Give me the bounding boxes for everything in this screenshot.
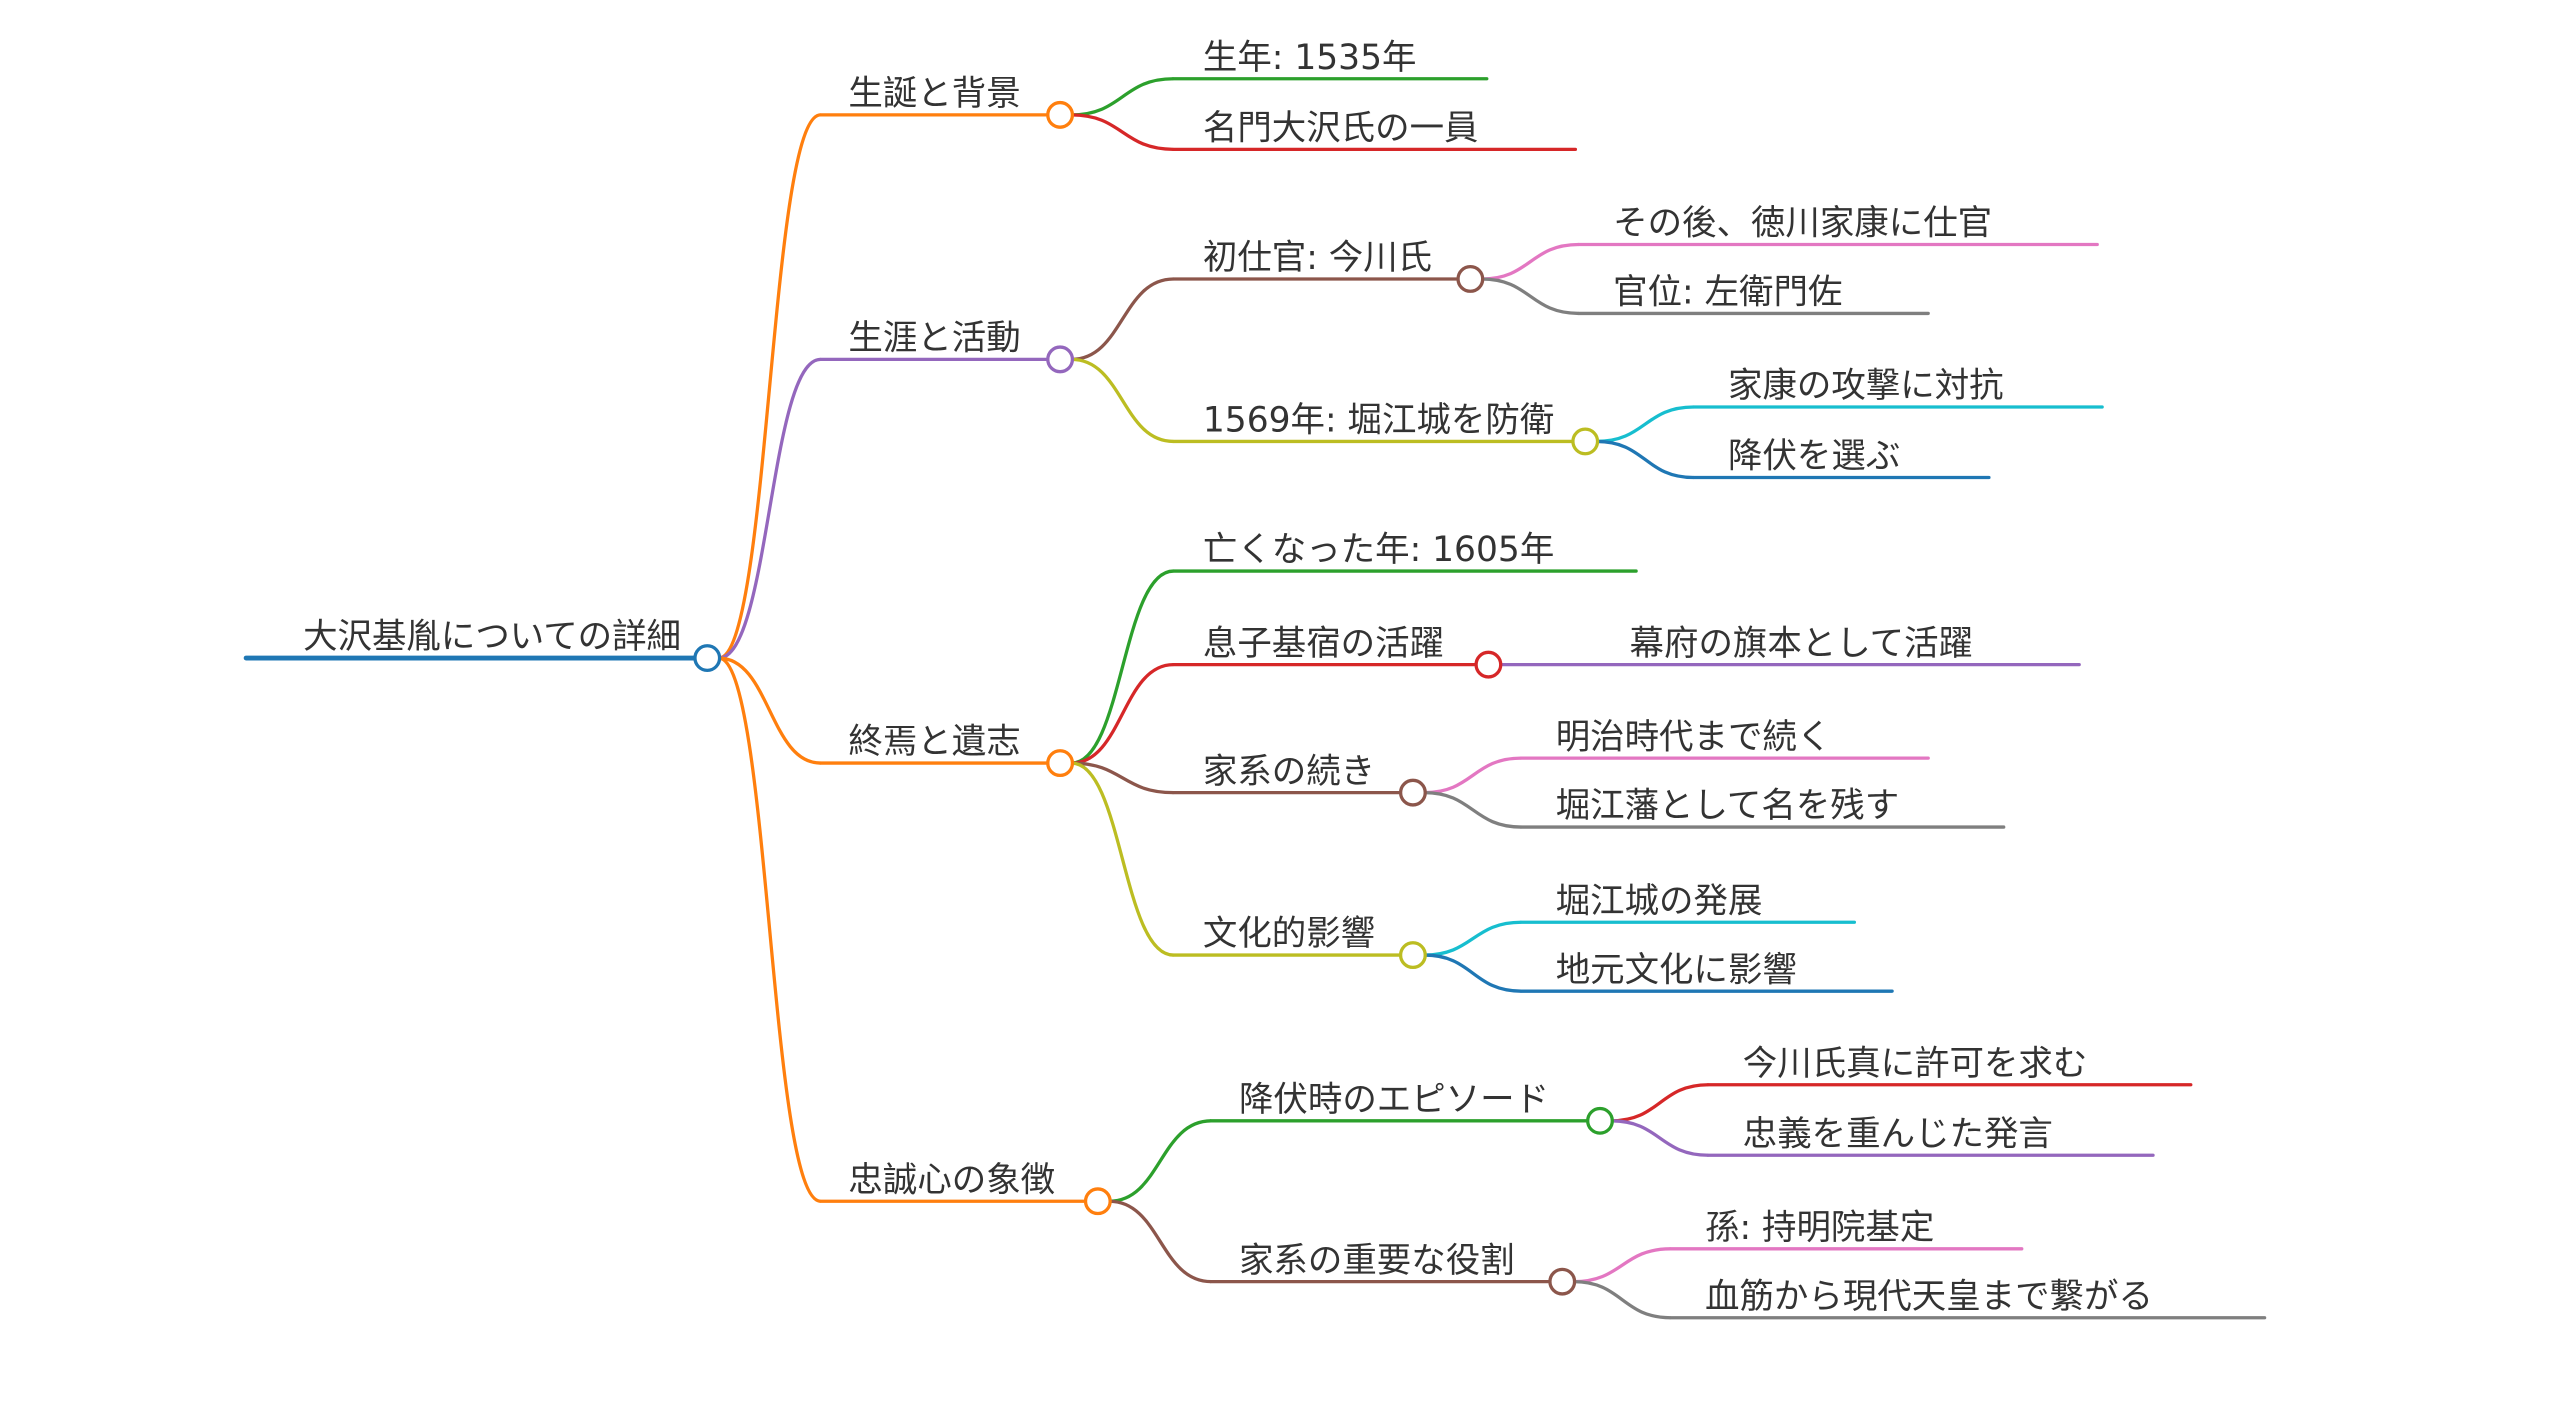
connector-curve [1424,790,1522,829]
mindmap-node[interactable]: 官位: 左衛門佐 [1613,273,1842,313]
root-node[interactable]: 大沢基胤についての詳細 [303,617,722,672]
mindmap-node[interactable]: 初仕官: 今川氏 [1203,238,1485,293]
mindmap-node[interactable]: 孫: 持明院基定 [1705,1208,1934,1248]
node-label: 生誕と背景 [848,74,1020,114]
connector-curve [1596,405,1694,444]
collapse-toggle-circle[interactable] [1398,941,1427,970]
mindmap-node[interactable]: 1569年: 堀江城を防衛 [1203,401,1600,456]
mindmap-node[interactable]: 生年: 1535年 [1203,38,1417,78]
connector-curve [1611,1119,1709,1157]
connector-curve [1109,1199,1212,1284]
node-label: 大沢基胤についての詳細 [303,617,681,657]
mindmap-node[interactable]: 名門大沢氏の一員 [1203,108,1479,148]
mindmap-node[interactable]: 血筋から現代天皇まで繋がる [1705,1277,2153,1317]
mindmap-node[interactable]: 文化的影響 [1203,914,1427,970]
connector-curve [1481,277,1579,316]
mindmap-node[interactable]: 堀江藩として名を残す [1556,786,1899,826]
connector-curve [1071,77,1174,117]
connector-curve [718,113,822,660]
connector-curve [1071,662,1174,765]
connector-curve [1424,920,1522,957]
mindmap-node[interactable]: 家系の重要な役割 [1239,1241,1577,1296]
connector-curve [1071,357,1174,444]
mindmap-node[interactable]: 生誕と背景 [848,74,1075,129]
node-label: 生年: 1535年 [1203,38,1417,78]
mindmap-node[interactable]: 堀江城の発展 [1556,881,1763,921]
node-label: 家系の重要な役割 [1239,1241,1515,1281]
mindmap-node[interactable]: 終焉と遺志 [848,722,1075,778]
node-label: その後、徳川家康に仕官 [1613,204,1992,244]
collapse-toggle-circle[interactable] [1083,1187,1112,1216]
node-label: 家康の攻撃に対抗 [1728,366,2004,406]
mindmap-node[interactable]: 明治時代まで続く [1556,717,1832,757]
collapse-toggle-circle[interactable] [1474,650,1503,679]
node-label: 終焉と遺志 [848,722,1020,762]
node-label: 家系の続き [1203,752,1375,792]
connector-curve [1109,1119,1212,1203]
node-label: 忠誠心の象徴 [848,1160,1055,1200]
mindmap-node[interactable]: 忠義を重んじた発言 [1743,1114,2053,1154]
node-label: 孫: 持明院基定 [1705,1208,1934,1248]
mindmap-node[interactable]: 忠誠心の象徴 [848,1160,1112,1216]
node-label: 息子基宿の活躍 [1203,624,1444,664]
collapse-toggle-circle[interactable] [1548,1267,1577,1296]
node-label: 明治時代まで続く [1556,717,1832,757]
mindmap-edges [243,77,2267,1320]
node-label: 文化的影響 [1203,914,1375,954]
connector-curve [1596,439,1694,480]
node-label: 亡くなった年: 1605年 [1203,530,1554,570]
mindmap-node[interactable]: 家康の攻撃に対抗 [1728,366,2004,406]
node-label: 降伏を選ぶ [1728,437,1900,477]
connector-curve [718,656,821,765]
mindmap-node[interactable]: その後、徳川家康に仕官 [1613,204,1992,244]
connector-curve [1573,1247,1671,1284]
node-label: 堀江藩として名を残す [1556,786,1899,826]
mindmap-node[interactable]: 幕府の旗本として活躍 [1630,624,1974,664]
mindmap-node[interactable]: 降伏時のエピソード [1239,1080,1614,1135]
connector-curve [1071,761,1174,795]
mindmap-node[interactable]: 今川氏真に許可を求む [1743,1044,2088,1084]
mindmap-node[interactable]: 降伏を選ぶ [1728,437,1900,477]
mindmap-node[interactable]: 地元文化に影響 [1556,950,1797,990]
mindmap-node[interactable]: 亡くなった年: 1605年 [1203,530,1554,570]
connector-curve [1573,1280,1671,1320]
connector-curve [1071,761,1174,957]
collapse-toggle-circle[interactable] [1586,1106,1614,1135]
collapse-toggle-circle[interactable] [693,644,722,672]
node-label: 忠義を重んじた発言 [1743,1114,2053,1154]
node-label: 初仕官: 今川氏 [1203,238,1432,278]
node-label: 血筋から現代天皇まで繋がる [1705,1277,2153,1317]
connector-curve [1424,953,1522,993]
connector-curve [1071,569,1174,765]
connector-curve [718,656,822,1203]
collapse-toggle-circle[interactable] [1046,749,1075,778]
connector-curve [1424,756,1522,795]
collapse-toggle-circle[interactable] [1456,265,1485,293]
collapse-toggle-circle[interactable] [1046,100,1075,129]
collapse-toggle-circle[interactable] [1571,427,1600,456]
connector-curve [1481,242,1579,281]
node-label: 1569年: 堀江城を防衛 [1203,401,1554,441]
node-label: 堀江城の発展 [1556,881,1763,921]
collapse-toggle-circle[interactable] [1046,345,1075,374]
node-label: 生涯と活動 [848,319,1020,359]
node-label: 名門大沢氏の一員 [1203,108,1479,148]
mindmap-node[interactable]: 家系の続き [1203,752,1427,807]
mindmap-node[interactable]: 生涯と活動 [848,319,1075,374]
node-label: 地元文化に影響 [1556,950,1797,990]
node-label: 官位: 左衛門佐 [1613,273,1842,313]
connector-curve [1071,113,1174,151]
node-label: 幕府の旗本として活躍 [1630,624,1974,664]
connector-curve [718,357,821,660]
connector-curve [1611,1083,1709,1123]
node-label: 今川氏真に許可を求む [1743,1044,2088,1084]
connector-curve [1071,277,1174,362]
collapse-toggle-circle[interactable] [1398,778,1427,807]
mindmap-node[interactable]: 息子基宿の活躍 [1203,624,1503,679]
node-label: 降伏時のエピソード [1239,1080,1549,1120]
